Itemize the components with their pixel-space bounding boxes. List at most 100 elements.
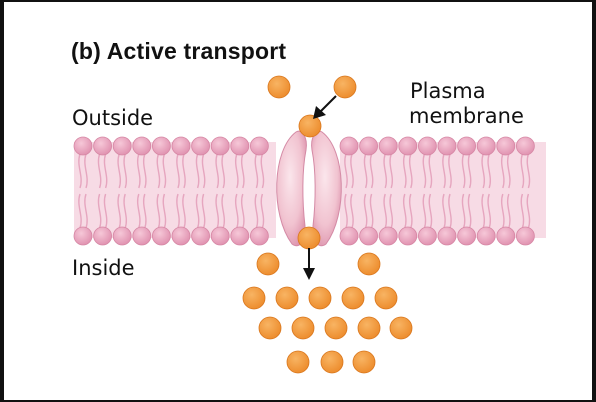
lipid-tail: [402, 193, 407, 229]
lipid-tail: [428, 193, 433, 229]
lipid-tail: [254, 153, 259, 189]
lipid-head: [132, 226, 152, 246]
lipid-tail: [422, 193, 427, 229]
solute-molecules: [242, 75, 413, 374]
lipid-heads: [73, 136, 535, 246]
lipid-tail: [156, 193, 161, 229]
solute-molecule: [374, 286, 398, 310]
lipid-tail: [481, 193, 486, 229]
solute-molecule: [256, 252, 280, 276]
lipid-tail: [369, 153, 374, 189]
lipid-tail: [176, 153, 180, 189]
plasma-membrane-label-line2: membrane: [409, 104, 524, 128]
lipid-head: [417, 136, 437, 156]
lipid-head: [93, 226, 112, 246]
lipid-tail: [500, 193, 505, 229]
lipid-tail: [461, 153, 466, 189]
lipid-head: [191, 136, 211, 156]
lipid-tail: [240, 153, 245, 189]
solute-molecule: [308, 286, 332, 310]
lipid-tail: [182, 153, 186, 189]
lipid-tail: [195, 193, 200, 229]
lipid-tail: [162, 153, 167, 189]
lipid-tail: [442, 153, 446, 189]
lipid-tail: [136, 153, 141, 189]
lipid-tail: [500, 153, 505, 189]
lipid-tail: [389, 153, 394, 189]
lipid-tail: [234, 193, 239, 229]
lipid-tail: [215, 193, 220, 229]
lipid-tail: [350, 193, 354, 229]
plasma-membrane-label-line1: Plasma: [410, 79, 486, 103]
lipid-tail: [526, 153, 531, 189]
lipid-head: [476, 136, 496, 156]
lipid-head: [476, 226, 496, 246]
lipid-tail: [97, 193, 102, 229]
lipid-head: [437, 136, 457, 156]
lipid-head: [359, 226, 379, 246]
lipid-head: [496, 226, 516, 246]
solute-molecule: [291, 316, 315, 340]
lipid-head: [93, 136, 112, 156]
lipid-tail: [176, 193, 180, 229]
lipid-tail: [448, 153, 452, 189]
lipid-tail: [103, 193, 108, 229]
lipid-tail: [240, 193, 245, 229]
lipid-tail: [487, 193, 492, 229]
lipid-tail: [78, 193, 82, 229]
lipid-tail: [422, 153, 427, 189]
lipid-head: [210, 136, 230, 156]
lipid-tail: [363, 193, 368, 229]
lipid-tail: [221, 193, 226, 229]
outside-label: Outside: [72, 106, 154, 130]
solute-molecule: [341, 286, 365, 310]
lipid-tail: [344, 153, 348, 189]
lipid-tail: [526, 193, 531, 229]
transport-protein: [276, 130, 342, 247]
arrow-to-inside: [303, 248, 315, 280]
lipid-tail: [408, 193, 413, 229]
lipid-head: [457, 136, 477, 156]
lipid-tail: [402, 153, 407, 189]
arrow-into-protein: [313, 95, 337, 119]
lipid-tail: [142, 153, 147, 189]
lipid-head: [112, 136, 132, 156]
lipid-head: [398, 136, 418, 156]
lipid-tail: [442, 193, 446, 229]
lipid-head: [359, 136, 379, 156]
lipid-tail: [156, 153, 161, 189]
lipid-tail: [201, 153, 206, 189]
lipid-head: [378, 226, 398, 246]
lipid-tail: [103, 153, 108, 189]
lipid-tail: [467, 153, 472, 189]
solute-molecule: [297, 226, 321, 250]
solute-molecule: [275, 286, 299, 310]
solute-molecule: [267, 75, 291, 99]
lipid-head: [457, 226, 477, 246]
solute-molecule: [389, 316, 413, 340]
lipid-head: [191, 226, 211, 246]
lipid-head: [516, 136, 535, 156]
solute-molecule: [286, 350, 310, 374]
lipid-tail: [97, 153, 102, 189]
lipid-head: [249, 226, 269, 246]
lipid-head: [171, 226, 191, 246]
lipid-tail: [389, 193, 394, 229]
lipid-head: [230, 226, 250, 246]
lipid-head: [437, 226, 457, 246]
lipid-head: [230, 136, 250, 156]
lipid-tail: [136, 193, 141, 229]
lipid-head: [417, 226, 437, 246]
lipid-tail: [369, 193, 374, 229]
lipid-tail: [182, 193, 186, 229]
lipid-head: [151, 136, 171, 156]
lipid-tail: [84, 193, 88, 229]
lipid-tail: [481, 153, 486, 189]
lipid-tail: [123, 153, 128, 189]
lipid-tail: [260, 153, 265, 189]
solute-molecule: [258, 316, 282, 340]
solute-molecule: [324, 316, 348, 340]
lipid-tail: [428, 153, 433, 189]
